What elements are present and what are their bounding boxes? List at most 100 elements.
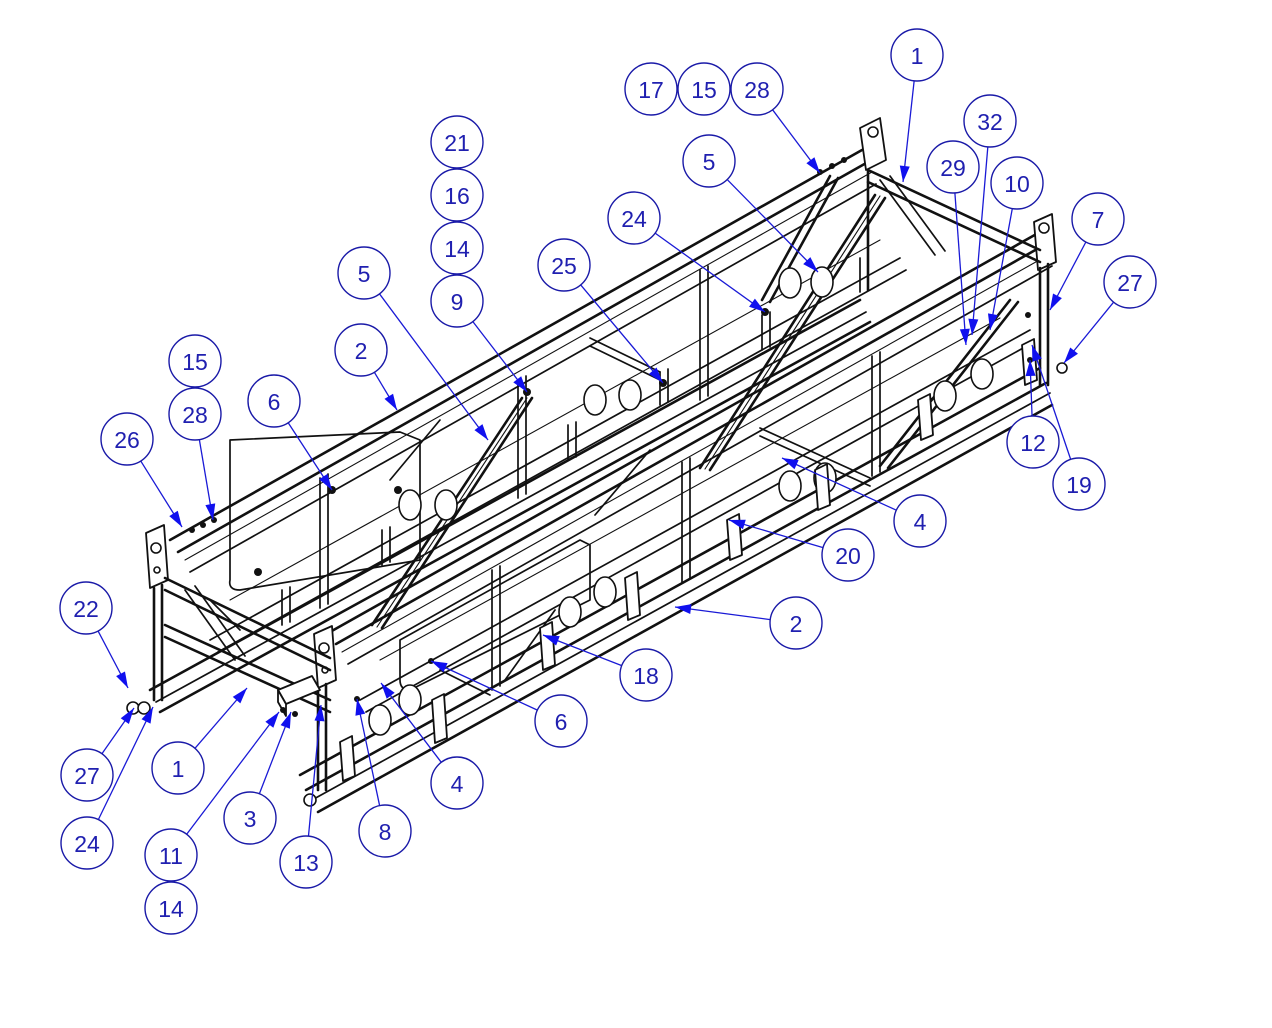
balloon-label: 19 <box>1066 472 1092 498</box>
balloon-label: 27 <box>1117 270 1143 296</box>
balloon-label: 6 <box>555 709 568 735</box>
arrowhead-icon <box>265 712 279 728</box>
leader-26 <box>140 460 183 528</box>
arrowhead-icon <box>782 458 799 470</box>
balloon-item-27: 27 <box>1103 255 1157 309</box>
leader-5 <box>726 179 819 273</box>
balloon-label: 9 <box>451 289 464 315</box>
balloon-label: 32 <box>977 109 1003 135</box>
balloon-item-5: 5 <box>682 134 736 188</box>
arrowhead-icon <box>384 393 397 410</box>
leader-24 <box>97 706 154 820</box>
leader-4 <box>781 457 897 511</box>
balloon-label: 24 <box>621 206 647 232</box>
arrowhead-icon <box>120 708 134 724</box>
balloon-item-29: 29 <box>926 140 980 194</box>
balloon-item-4: 4 <box>430 756 484 810</box>
arrowhead-icon <box>803 257 818 272</box>
balloon-item-8: 8 <box>358 804 412 858</box>
balloon-item-17: 17 <box>624 62 678 116</box>
arrowhead-icon <box>968 318 979 335</box>
bottom-front-rail <box>298 366 1054 814</box>
balloon-item-2: 2 <box>334 323 388 377</box>
balloon-label: 21 <box>444 130 470 156</box>
arrowhead-icon <box>1032 345 1042 362</box>
balloon-label: 12 <box>1020 430 1046 456</box>
balloon-item-25: 25 <box>537 238 591 292</box>
leader-28 <box>198 439 216 521</box>
balloon-label: 28 <box>744 77 770 103</box>
balloon-label: 11 <box>159 843 183 869</box>
leader-13 <box>307 704 325 837</box>
leader-3 <box>258 711 292 794</box>
leader-2 <box>674 604 771 621</box>
balloon-item-20: 20 <box>821 528 875 582</box>
arrowhead-icon <box>1050 293 1062 310</box>
arrowhead-icon <box>729 519 746 530</box>
balloon-label: 5 <box>703 149 716 175</box>
balloon-item-13: 13 <box>279 835 333 889</box>
leader-27 <box>1063 301 1115 364</box>
leader-5 <box>378 293 489 441</box>
balloon-label: 14 <box>444 236 470 262</box>
balloon-item-5: 5 <box>337 246 391 300</box>
top-rear-rail <box>168 148 877 573</box>
arrowhead-icon <box>987 313 998 330</box>
balloon-item-1: 1 <box>890 28 944 82</box>
balloon-label: 22 <box>73 596 99 622</box>
balloon-item-32: 32 <box>963 94 1017 148</box>
leader-27 <box>101 707 135 755</box>
leader-22 <box>97 630 129 689</box>
balloon-item-1: 1 <box>151 741 205 795</box>
arrowhead-icon <box>169 510 182 527</box>
balloon-item-2: 2 <box>769 596 823 650</box>
balloon-label: 27 <box>74 763 100 789</box>
arrowhead-icon <box>141 707 153 724</box>
arrowhead-icon <box>806 157 820 173</box>
arrowhead-icon <box>675 604 692 615</box>
balloon-item-12: 12 <box>1006 415 1060 469</box>
leader-6 <box>430 660 538 711</box>
balloon-item-3: 3 <box>223 791 277 845</box>
balloon-item-7: 7 <box>1071 192 1125 246</box>
leader-12 <box>1025 359 1036 417</box>
arrowhead-icon <box>232 688 247 704</box>
leader-1 <box>899 80 915 183</box>
arrowhead-icon <box>381 683 395 699</box>
leader-18 <box>542 634 622 667</box>
balloon-label: 16 <box>444 183 470 209</box>
balloon-item-21: 21 <box>430 115 484 169</box>
balloon-item-14: 14 <box>430 221 484 275</box>
balloon-item-14: 14 <box>144 881 198 935</box>
balloon-item-19: 19 <box>1052 457 1106 511</box>
balloon-label: 14 <box>158 896 184 922</box>
arrowhead-icon <box>749 298 765 312</box>
balloon-label: 2 <box>790 611 803 637</box>
balloon-item-11: 11 <box>144 828 198 882</box>
balloon-label: 1 <box>911 43 924 69</box>
balloon-label: 24 <box>74 831 100 857</box>
leader-1 <box>194 687 248 749</box>
arrowhead-icon <box>319 473 332 490</box>
balloon-item-15: 15 <box>168 334 222 388</box>
arrowhead-icon <box>513 376 527 392</box>
balloon-item-24: 24 <box>60 816 114 870</box>
leader-24 <box>654 232 766 313</box>
balloon-item-10: 10 <box>990 156 1044 210</box>
leader-29 <box>954 192 970 346</box>
top-front-rail <box>328 230 1053 665</box>
clamp-brackets <box>281 254 1038 782</box>
balloon-item-18: 18 <box>619 648 673 702</box>
leader-19 <box>1031 344 1072 460</box>
balloon-label: 15 <box>691 77 717 103</box>
arrowhead-icon <box>1064 347 1078 363</box>
arrowhead-icon <box>474 424 488 440</box>
arrowhead-icon <box>355 699 366 716</box>
balloon-label: 18 <box>633 663 659 689</box>
leader-25 <box>580 284 664 384</box>
leader-8 <box>355 698 381 806</box>
balloon-item-6: 6 <box>534 694 588 748</box>
leader-2 <box>373 371 398 411</box>
leader-6 <box>287 422 333 491</box>
